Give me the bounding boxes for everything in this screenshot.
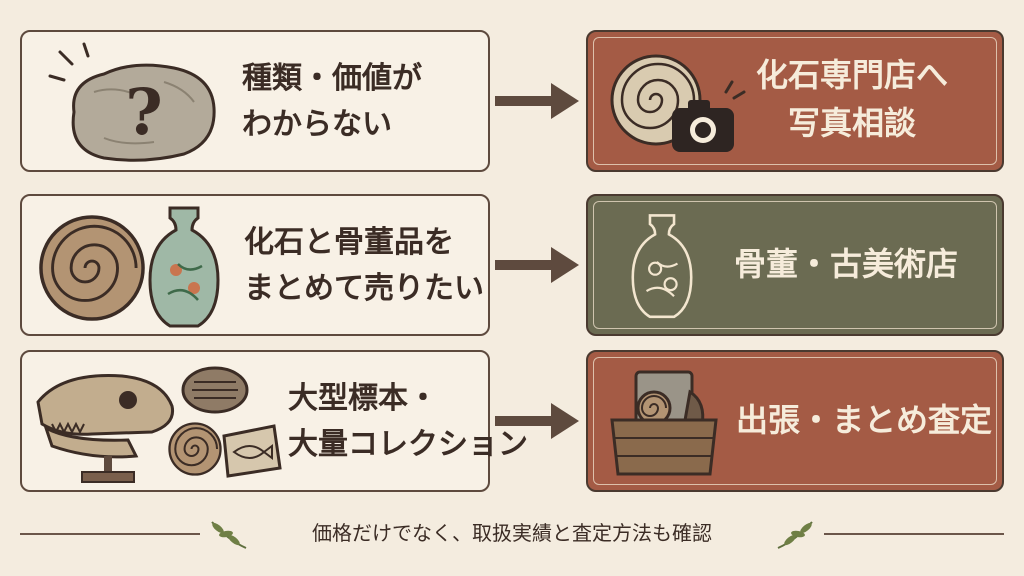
row3-situation-line2: 大量コレクション bbox=[288, 427, 528, 462]
footer-divider-right bbox=[824, 533, 1004, 535]
row1-advice-line2: 写真相談 bbox=[788, 104, 917, 142]
row1-advice-line1: 化石専門店へ bbox=[756, 56, 949, 94]
ammonite-icon bbox=[39, 215, 145, 321]
camera-icon bbox=[672, 80, 746, 152]
leaf-icon bbox=[211, 521, 247, 549]
row1-situation-box: ? 種類・価値が わからない bbox=[20, 30, 490, 172]
fish-fossil-icon bbox=[222, 424, 282, 478]
dinosaur-skull-icon bbox=[36, 374, 175, 483]
vase-outline-icon bbox=[631, 214, 693, 319]
row3-situation-box: 大型標本・ 大量コレクション bbox=[20, 350, 528, 492]
rock-question-icon: ? bbox=[48, 42, 216, 162]
row1-arrow-icon bbox=[495, 83, 579, 119]
row1-situation-line1: 種類・価値が bbox=[242, 61, 422, 96]
row1-advice-box: 化石専門店へ 写真相談 bbox=[586, 30, 1004, 172]
row3-arrow-icon bbox=[495, 403, 579, 439]
svg-text:?: ? bbox=[125, 75, 163, 150]
footer-note: 価格だけでなく、取扱実績と査定方法も確認 bbox=[312, 521, 712, 545]
row2-advice-box: 骨董・古美術店 bbox=[586, 194, 1004, 336]
vase-icon bbox=[148, 206, 220, 328]
row2-situation-line2: まとめて売りたい bbox=[244, 271, 484, 306]
ammonite-icon bbox=[168, 422, 222, 476]
row3-advice-box: 出張・まとめ査定 bbox=[586, 350, 1004, 492]
crate-of-fossils-icon bbox=[610, 370, 718, 476]
row1-situation-line2: わからない bbox=[242, 107, 392, 142]
row2-situation-box: 化石と骨董品を まとめて売りたい bbox=[20, 194, 490, 336]
footer-divider-left bbox=[20, 533, 200, 535]
trilobite-icon bbox=[181, 366, 249, 414]
row2-arrow-icon bbox=[495, 247, 579, 283]
row2-situation-line1: 化石と骨董品を bbox=[244, 225, 454, 260]
row3-advice-line1: 出張・まとめ査定 bbox=[736, 401, 993, 439]
row2-advice-line1: 骨董・古美術店 bbox=[734, 245, 959, 283]
leaf-icon bbox=[777, 521, 813, 549]
row3-situation-line1: 大型標本・ bbox=[288, 381, 438, 416]
